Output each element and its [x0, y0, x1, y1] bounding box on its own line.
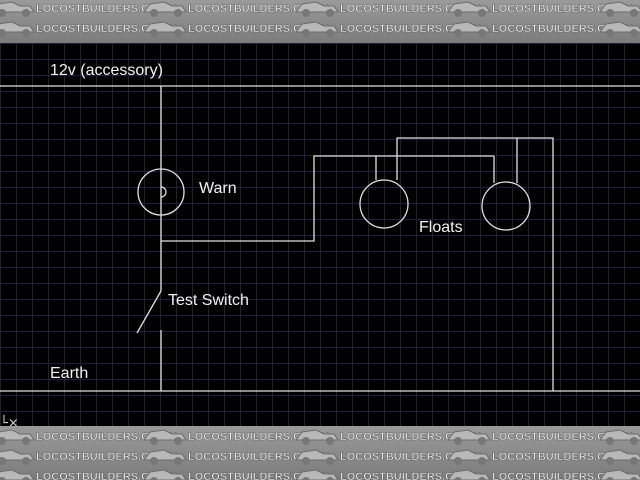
watermark-logo: LOCOSTBUILDERS.CO.UK [143, 1, 329, 17]
watermark-logo: LOCOSTBUILDERS.CO.UK [295, 21, 481, 37]
watermark-text: LOCOSTBUILDERS.CO.UK [36, 3, 177, 15]
watermark-logo: LOCOSTBUILDERS.CO.UK [0, 21, 177, 37]
watermark-text: LOCOSTBUILDERS.CO.UK [340, 451, 481, 463]
warn-lamp-symbol [137, 168, 185, 216]
watermark-logo: LOCOSTBUILDERS.CO.UK [447, 449, 633, 465]
watermark-text: LOCOSTBUILDERS.CO.UK [340, 431, 481, 443]
watermark-text: LOCOSTBUILDERS.CO.UK [340, 3, 481, 15]
test-switch-label: Test Switch [168, 292, 249, 309]
watermark-logo: LOCOSTBUILDERS.CO.UK [0, 469, 177, 480]
watermark-logo: LOCOSTBUILDERS.CO.UK [599, 1, 640, 17]
watermark-text: LOCOSTBUILDERS.CO.UK [492, 23, 633, 35]
watermark-logo: LOCOSTBUILDERS.CO.UK [599, 429, 640, 445]
watermark-logo: LOCOSTBUILDERS.CO.UK [447, 469, 633, 480]
watermark-text: LOCOSTBUILDERS.CO.UK [188, 23, 329, 35]
floats-label: Floats [419, 219, 463, 236]
warn-lamp-filament [160, 186, 167, 198]
watermark-logo: LOCOSTBUILDERS.CO.UK [599, 449, 640, 465]
test-switch-blade [136, 290, 162, 334]
watermark-text: LOCOSTBUILDERS.CO.UK [188, 471, 329, 480]
drawing-canvas[interactable]: 12v (accessory) Warn Floats Test Switch … [0, 43, 640, 431]
watermark-logo: LOCOSTBUILDERS.CO.UK [295, 469, 481, 480]
watermark-logo: LOCOSTBUILDERS.CO.UK [447, 21, 633, 37]
watermark-logo: LOCOSTBUILDERS.CO.UK [0, 449, 177, 465]
watermark-text: LOCOSTBUILDERS.CO.UK [36, 431, 177, 443]
floats-return-wire [396, 137, 554, 391]
watermark-text: LOCOSTBUILDERS.CO.UK [492, 431, 633, 443]
watermark-logo: LOCOSTBUILDERS.CO.UK [143, 21, 329, 37]
earth-label: Earth [50, 365, 89, 382]
watermark-logo: LOCOSTBUILDERS.CO.UK [295, 1, 481, 17]
watermark-logo: LOCOSTBUILDERS.CO.UK [295, 429, 481, 445]
watermark-logo: LOCOSTBUILDERS.CO.UK [447, 429, 633, 445]
watermark-text: LOCOSTBUILDERS.CO.UK [188, 3, 329, 15]
warn-label: Warn [199, 180, 237, 197]
watermark-text: LOCOSTBUILDERS.CO.UK [340, 471, 481, 480]
watermark-logo: LOCOSTBUILDERS.CO.UK [599, 469, 640, 480]
watermark-text: LOCOSTBUILDERS.CO.UK [492, 3, 633, 15]
watermark-logo: LOCOSTBUILDERS.CO.UK [0, 1, 177, 17]
watermark-logo: LOCOSTBUILDERS.CO.UK [447, 1, 633, 17]
float-1-symbol [359, 179, 409, 229]
wiring-diagram [0, 85, 640, 392]
watermark-logo: LOCOSTBUILDERS.CO.UK [143, 449, 329, 465]
watermark-logo: LOCOSTBUILDERS.CO.UK [0, 429, 177, 445]
watermark-logo: LOCOSTBUILDERS.CO.UK [295, 449, 481, 465]
watermark-text: LOCOSTBUILDERS.CO.UK [492, 451, 633, 463]
watermark-logo: LOCOSTBUILDERS.CO.UK [599, 21, 640, 37]
watermark-text: LOCOSTBUILDERS.CO.UK [492, 471, 633, 480]
watermark-text: LOCOSTBUILDERS.CO.UK [188, 431, 329, 443]
float-2-symbol [481, 181, 531, 231]
lamp-to-floats-wire [161, 155, 397, 242]
watermark-logo: LOCOSTBUILDERS.CO.UK [143, 429, 329, 445]
watermark-logo: LOCOSTBUILDERS.CO.UK [143, 469, 329, 480]
watermark-text: LOCOSTBUILDERS.CO.UK [188, 451, 329, 463]
watermark-text: LOCOSTBUILDERS.CO.UK [36, 471, 177, 480]
watermark-text: LOCOSTBUILDERS.CO.UK [340, 23, 481, 35]
supply-label: 12v (accessory) [50, 62, 163, 79]
watermark-text: LOCOSTBUILDERS.CO.UK [36, 451, 177, 463]
watermark-text: LOCOSTBUILDERS.CO.UK [36, 23, 177, 35]
